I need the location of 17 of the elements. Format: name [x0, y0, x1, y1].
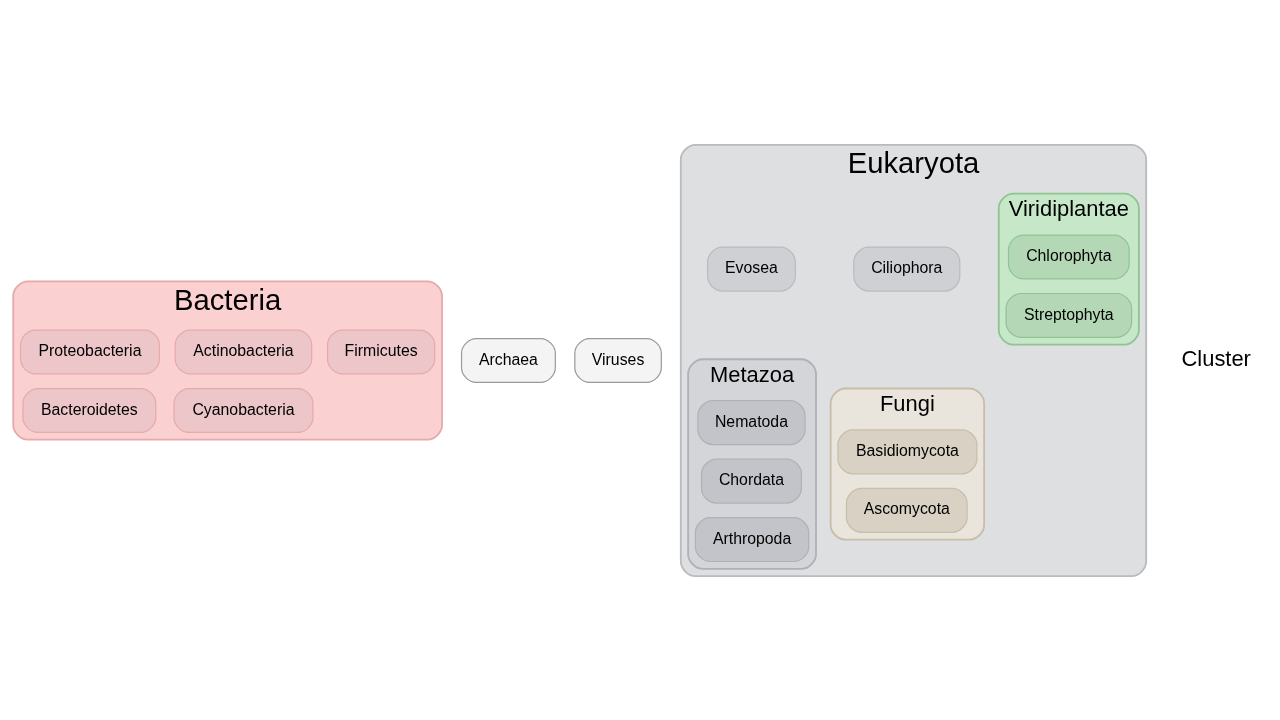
node-box: Arthropoda — [694, 516, 810, 562]
node-box: Chlorophyta — [1007, 233, 1130, 279]
node-box: Nematoda — [697, 399, 806, 445]
node-box: Viruses — [574, 337, 662, 383]
node-box: Firmicutes — [326, 328, 436, 374]
node-box: Streptophyta — [1005, 292, 1133, 338]
label: Cluster — [1181, 345, 1251, 371]
node-box: Chordata — [700, 458, 803, 504]
node-box: Ciliophora — [853, 246, 961, 292]
node-box: Basidiomycota — [837, 428, 978, 474]
node-box: Evosea — [707, 246, 796, 292]
node-box: Actinobacteria — [174, 328, 313, 374]
node-box: Ascomycota — [845, 487, 968, 533]
node-box: Bacteroidetes — [22, 387, 157, 433]
node-box: Archaea — [460, 337, 556, 383]
node-box: Cyanobacteria — [173, 387, 314, 433]
node-box: Proteobacteria — [19, 328, 160, 374]
